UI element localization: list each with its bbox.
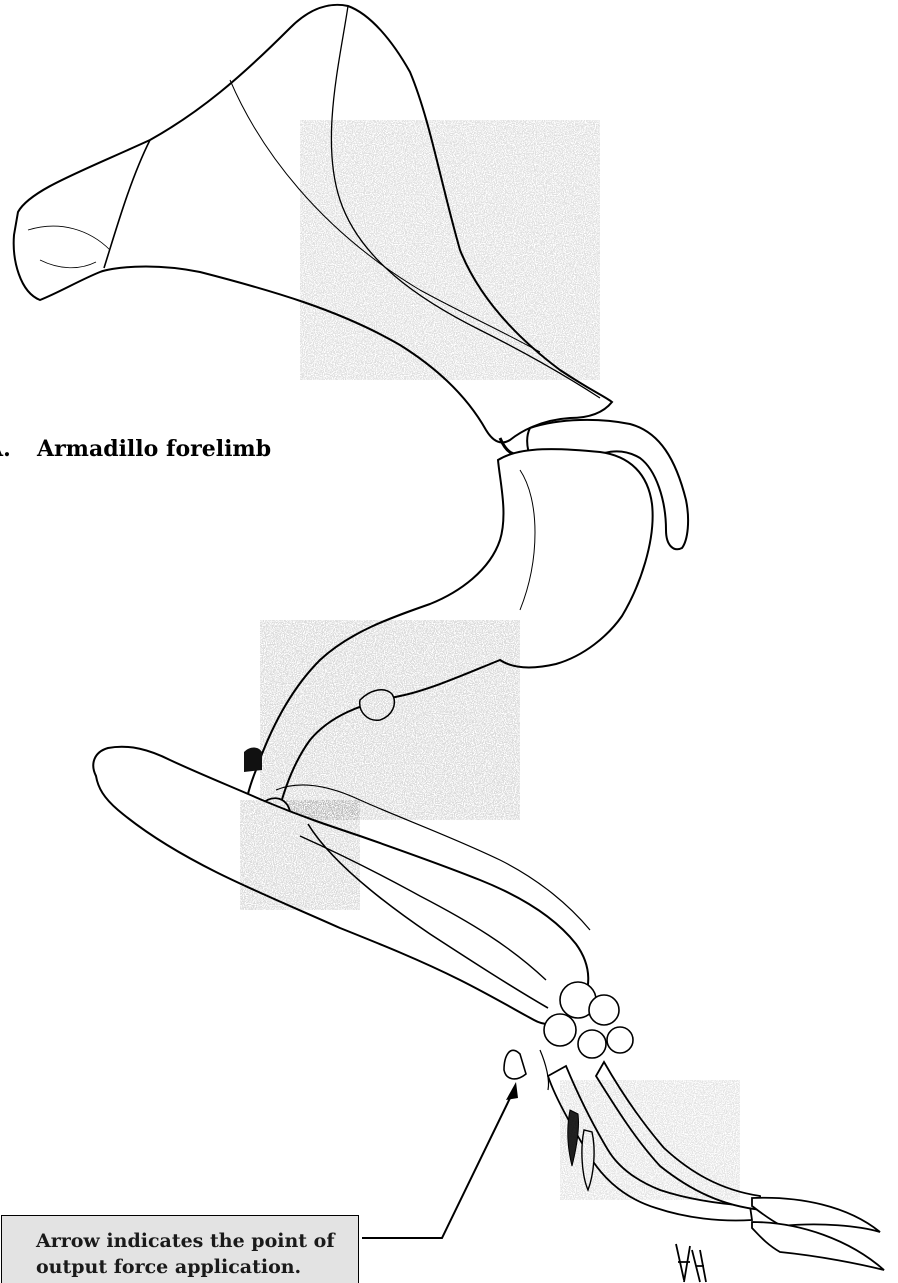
digits-and-claws xyxy=(548,1062,884,1270)
figure-title: Armadillo forelimb xyxy=(37,436,271,462)
humerus-bone xyxy=(244,449,653,837)
artist-signature-mark xyxy=(676,1244,706,1282)
figure-letter: A. xyxy=(0,436,11,462)
force-arrow xyxy=(362,1082,518,1238)
scapula-bone xyxy=(14,5,612,443)
caption-box: Arrow indicates the point of output forc… xyxy=(1,1215,359,1283)
caption-text: Arrow indicates the point of output forc… xyxy=(36,1230,335,1278)
